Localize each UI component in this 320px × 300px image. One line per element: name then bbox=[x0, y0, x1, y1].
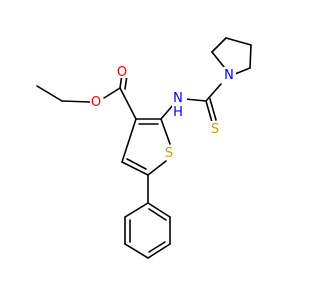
bond bbox=[119, 87, 137, 120]
bond bbox=[126, 158, 147, 170]
bond bbox=[205, 100, 213, 123]
bond bbox=[160, 118, 171, 145]
bond bbox=[211, 51, 225, 68]
atom-s-thiophene: S bbox=[163, 145, 175, 161]
bond bbox=[147, 243, 171, 259]
atom-h-amine-label: H bbox=[173, 105, 183, 120]
bond bbox=[184, 98, 207, 102]
atom-s-thione-label: S bbox=[211, 122, 219, 137]
bond bbox=[121, 161, 149, 176]
bonds bbox=[36, 37, 252, 259]
bond bbox=[148, 241, 166, 253]
bond bbox=[249, 44, 252, 69]
bond bbox=[225, 37, 252, 46]
atom-s-thione: S bbox=[209, 121, 221, 137]
bond bbox=[209, 98, 217, 121]
bond bbox=[205, 83, 222, 102]
atom-o-carbonyl: O bbox=[116, 64, 128, 80]
atom-labels: O O N H N S S bbox=[90, 64, 236, 161]
atom-n-pyrrolidine-label: N bbox=[224, 68, 234, 83]
chemical-structure-diagram: O O N H N S S bbox=[36, 37, 252, 259]
bond bbox=[36, 85, 63, 102]
bond bbox=[160, 104, 174, 120]
bond bbox=[234, 67, 251, 75]
atom-o-ester: O bbox=[90, 94, 103, 110]
atom-s-thiophene-label: S bbox=[165, 146, 173, 161]
bond bbox=[147, 202, 171, 218]
bond bbox=[124, 243, 149, 259]
bond bbox=[103, 87, 121, 99]
bond bbox=[147, 160, 167, 176]
bond bbox=[124, 202, 149, 218]
atom-n-amine-label: N bbox=[173, 91, 183, 106]
bond bbox=[121, 118, 137, 163]
bond bbox=[148, 208, 167, 221]
atom-o-ester-label: O bbox=[91, 95, 101, 110]
atom-o-carbonyl-label: O bbox=[117, 65, 127, 80]
bond bbox=[211, 37, 227, 53]
bond bbox=[61, 100, 91, 103]
atom-n-pyrrolidine: N bbox=[222, 67, 236, 83]
atom-nh: N H bbox=[172, 91, 187, 120]
